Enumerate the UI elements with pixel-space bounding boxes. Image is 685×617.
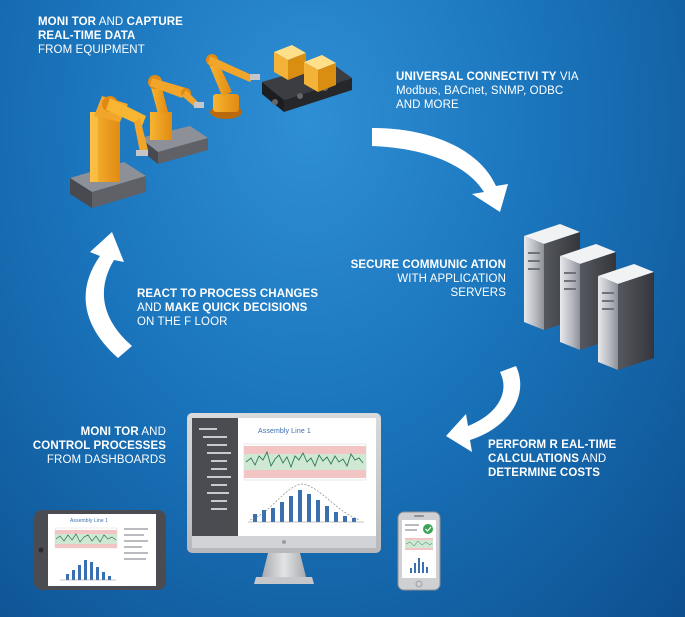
label-capture: MONI TOR AND CAPTURE REAL-TIME DATA FROM… bbox=[38, 15, 183, 57]
connectivity-line3: AND MORE bbox=[396, 99, 459, 111]
react-line2-mid: AND bbox=[137, 302, 165, 314]
robot-arms-illustration bbox=[70, 45, 352, 208]
label-dashboards: MONI TOR AND CONTROL PROCESSES FROM DASH… bbox=[10, 425, 166, 467]
capture-line3: FROM EQUIPMENT bbox=[38, 44, 145, 56]
capture-line1-bold2: CAPTURE bbox=[126, 16, 183, 28]
robot-arm-icon bbox=[206, 54, 260, 119]
check-icon bbox=[423, 524, 433, 534]
label-connectivity: UNIVERSAL CONNECTIVI TY VIA Modbus, BACn… bbox=[396, 70, 579, 112]
server-icon bbox=[598, 264, 654, 370]
dashboards-line2: CONTROL PROCESSES bbox=[32, 440, 166, 452]
react-line1: REACT TO PROCESS CHANGES bbox=[137, 288, 319, 300]
histogram-chart bbox=[253, 490, 356, 522]
dashboards-line3: FROM DASHBOARDS bbox=[46, 454, 166, 466]
react-line3: ON THE F LOOR bbox=[137, 316, 228, 328]
monitor-screen-title: Assembly Line 1 bbox=[258, 428, 311, 435]
cargo-box-icon bbox=[304, 55, 336, 92]
secure-line2: WITH APPLICATION bbox=[397, 273, 506, 285]
calculate-line2-tail: AND bbox=[579, 453, 607, 465]
tablet-illustration bbox=[34, 510, 166, 590]
flow-arrow-connectivity bbox=[372, 128, 508, 212]
connectivity-line2: Modbus, BACnet, SNMP, ODBC bbox=[396, 85, 564, 97]
connectivity-line1-tail: VIA bbox=[556, 71, 579, 83]
server-rack-illustration bbox=[524, 224, 654, 370]
flow-arrow-calculate bbox=[446, 366, 521, 452]
react-line2-bold: MAKE QUICK DECISIONS bbox=[164, 302, 308, 314]
dashboards-line1-tail: AND bbox=[138, 426, 166, 438]
phone-illustration bbox=[397, 511, 441, 591]
calculate-line2-bold: CALCULATIONS bbox=[488, 453, 580, 465]
dashboards-line1-bold: MONI TOR bbox=[80, 426, 139, 438]
capture-line1-mid: AND bbox=[96, 16, 127, 28]
capture-line1-bold: MONI TOR bbox=[38, 16, 97, 28]
desktop-monitor-illustration bbox=[187, 413, 381, 584]
connectivity-line1-bold: UNIVERSAL CONNECTIVI TY bbox=[396, 71, 557, 83]
calculate-line1: PERFORM R EAL-TIME bbox=[488, 439, 617, 451]
label-calculate: PERFORM R EAL-TIME CALCULATIONS AND DETE… bbox=[488, 438, 616, 480]
secure-line1: SECURE COMMUNIC ATION bbox=[350, 259, 506, 271]
label-react: REACT TO PROCESS CHANGES AND MAKE QUICK … bbox=[137, 287, 318, 329]
robot-arm-icon bbox=[90, 96, 148, 182]
robot-arm-icon bbox=[148, 75, 204, 140]
tablet-screen-title: Assembly Line 1 bbox=[70, 518, 109, 524]
flow-arrow-react bbox=[85, 232, 132, 358]
cargo-box-icon bbox=[274, 45, 306, 80]
secure-line3: SERVERS bbox=[450, 287, 506, 299]
capture-line2: REAL-TIME DATA bbox=[38, 30, 136, 42]
label-secure: SECURE COMMUNIC ATION WITH APPLICATION S… bbox=[330, 258, 506, 300]
calculate-line3: DETERMINE COSTS bbox=[488, 467, 601, 479]
